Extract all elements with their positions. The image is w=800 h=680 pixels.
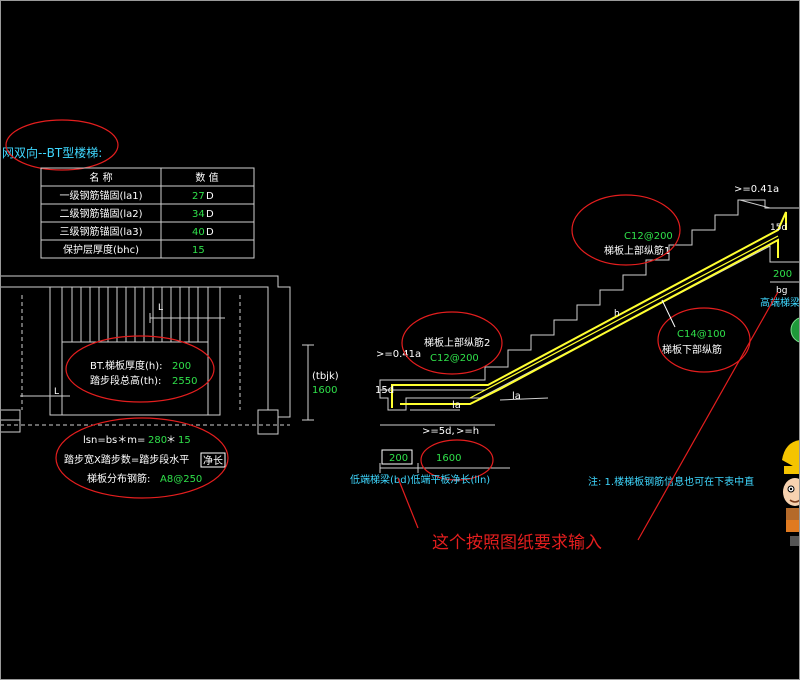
h-mark-label: h <box>614 309 620 319</box>
lsn-multiply: ＊ <box>166 435 176 446</box>
table-row-unit: D <box>206 227 214 238</box>
step-description-boxed: 净长 <box>203 454 223 467</box>
table-row-unit: D <box>206 209 214 220</box>
plan-dim-l-lower: L <box>54 387 59 397</box>
table-row-name: 保护层厚度(bhc) <box>63 243 139 256</box>
stair-type-title: 网双向--BT型楼梯: <box>2 145 102 160</box>
height-value[interactable]: 2550 <box>172 376 197 387</box>
five-d-label: >=5d, <box>422 426 455 437</box>
ge-h-label: >=h <box>456 426 479 437</box>
pointer-line-right <box>637 291 779 541</box>
top-rebar1-value[interactable]: C12@200 <box>624 231 673 242</box>
table-row-name: 一级钢筋锚固(la1) <box>59 189 142 202</box>
top-rebar2-label: 梯板上部纵筋2 <box>424 336 490 349</box>
la2-label: la <box>512 391 521 402</box>
title-highlight-circle <box>5 119 119 171</box>
la-right-label: >=0.41a <box>734 184 779 195</box>
bg-label: bg <box>776 286 787 296</box>
left-end-labels: 低端梯梁(bd)低端平板净长(lln) <box>350 473 490 486</box>
bg-value[interactable]: 200 <box>773 269 792 280</box>
lsn-highlight-circle <box>55 417 229 499</box>
bottom-rebar-value[interactable]: C14@100 <box>677 329 726 340</box>
la1-label: la <box>452 400 461 411</box>
la-left-label: >=0.41a <box>376 349 421 360</box>
thickness-label: BT.梯板厚度(h): <box>90 359 162 372</box>
table-row-name: 二级钢筋锚固(la2) <box>59 207 142 220</box>
param-table <box>40 167 255 259</box>
table-row-unit: D <box>206 191 214 202</box>
height-label: 踏步段总高(th): <box>90 374 161 387</box>
distribution-rebar-value[interactable]: A8@250 <box>160 474 202 485</box>
left-flat-highlight-circle <box>420 439 494 481</box>
step-description-box <box>200 452 226 468</box>
bottom-rebar-highlight-circle <box>657 307 751 373</box>
left-flat-value[interactable]: 1600 <box>436 453 461 464</box>
thickness-highlight-circle <box>65 335 215 403</box>
high-end-beam-label: 高端梯梁 <box>760 296 800 309</box>
table-row-value[interactable]: 40 <box>192 227 205 238</box>
worker-mascot-icon <box>782 440 800 546</box>
rebar-lines <box>391 211 787 408</box>
table-row-name: 三级钢筋锚固(la3) <box>59 225 142 238</box>
d15-left-label: 15d <box>375 385 394 396</box>
top-rebar1-label: 梯板上部纵筋1 <box>604 244 670 257</box>
distribution-rebar-label: 梯板分布钢筋: <box>87 472 150 485</box>
plan-dim-l-upper: L <box>158 303 163 313</box>
green-orb-icon[interactable] <box>790 317 800 343</box>
table-row-value[interactable]: 34 <box>192 209 205 220</box>
bottom-rebar-leader <box>661 299 676 328</box>
table-header-value: 数 值 <box>195 171 218 184</box>
table-row-value[interactable]: 15 <box>192 245 205 256</box>
top-rebar2-value[interactable]: C12@200 <box>430 353 479 364</box>
lsn-step-count[interactable]: 15 <box>178 435 191 446</box>
table-header-name: 名 称 <box>89 171 112 184</box>
top-rebar2-highlight-circle <box>401 311 503 375</box>
d15-right-label: 15d <box>770 223 787 233</box>
bottom-rebar-label: 梯板下部纵筋 <box>662 343 722 356</box>
top-rebar1-highlight-circle <box>571 194 681 266</box>
lsn-step-width[interactable]: 280 <box>148 435 167 446</box>
stair-plan-view <box>0 275 314 435</box>
lsn-formula: lsn=bs＊m= <box>83 435 145 446</box>
thickness-value[interactable]: 200 <box>172 361 191 372</box>
left-beam-input-box <box>381 449 413 465</box>
table-row-value[interactable]: 27 <box>192 191 205 202</box>
tbjk-value[interactable]: 1600 <box>312 385 337 396</box>
step-description: 踏步宽X踏步数=踏步段水平 <box>64 453 189 466</box>
tbjk-label: (tbjk) <box>312 371 339 382</box>
left-beam-value[interactable]: 200 <box>389 453 408 464</box>
instruction-text: 这个按照图纸要求输入 <box>432 533 602 553</box>
pointer-line-left <box>397 477 419 529</box>
